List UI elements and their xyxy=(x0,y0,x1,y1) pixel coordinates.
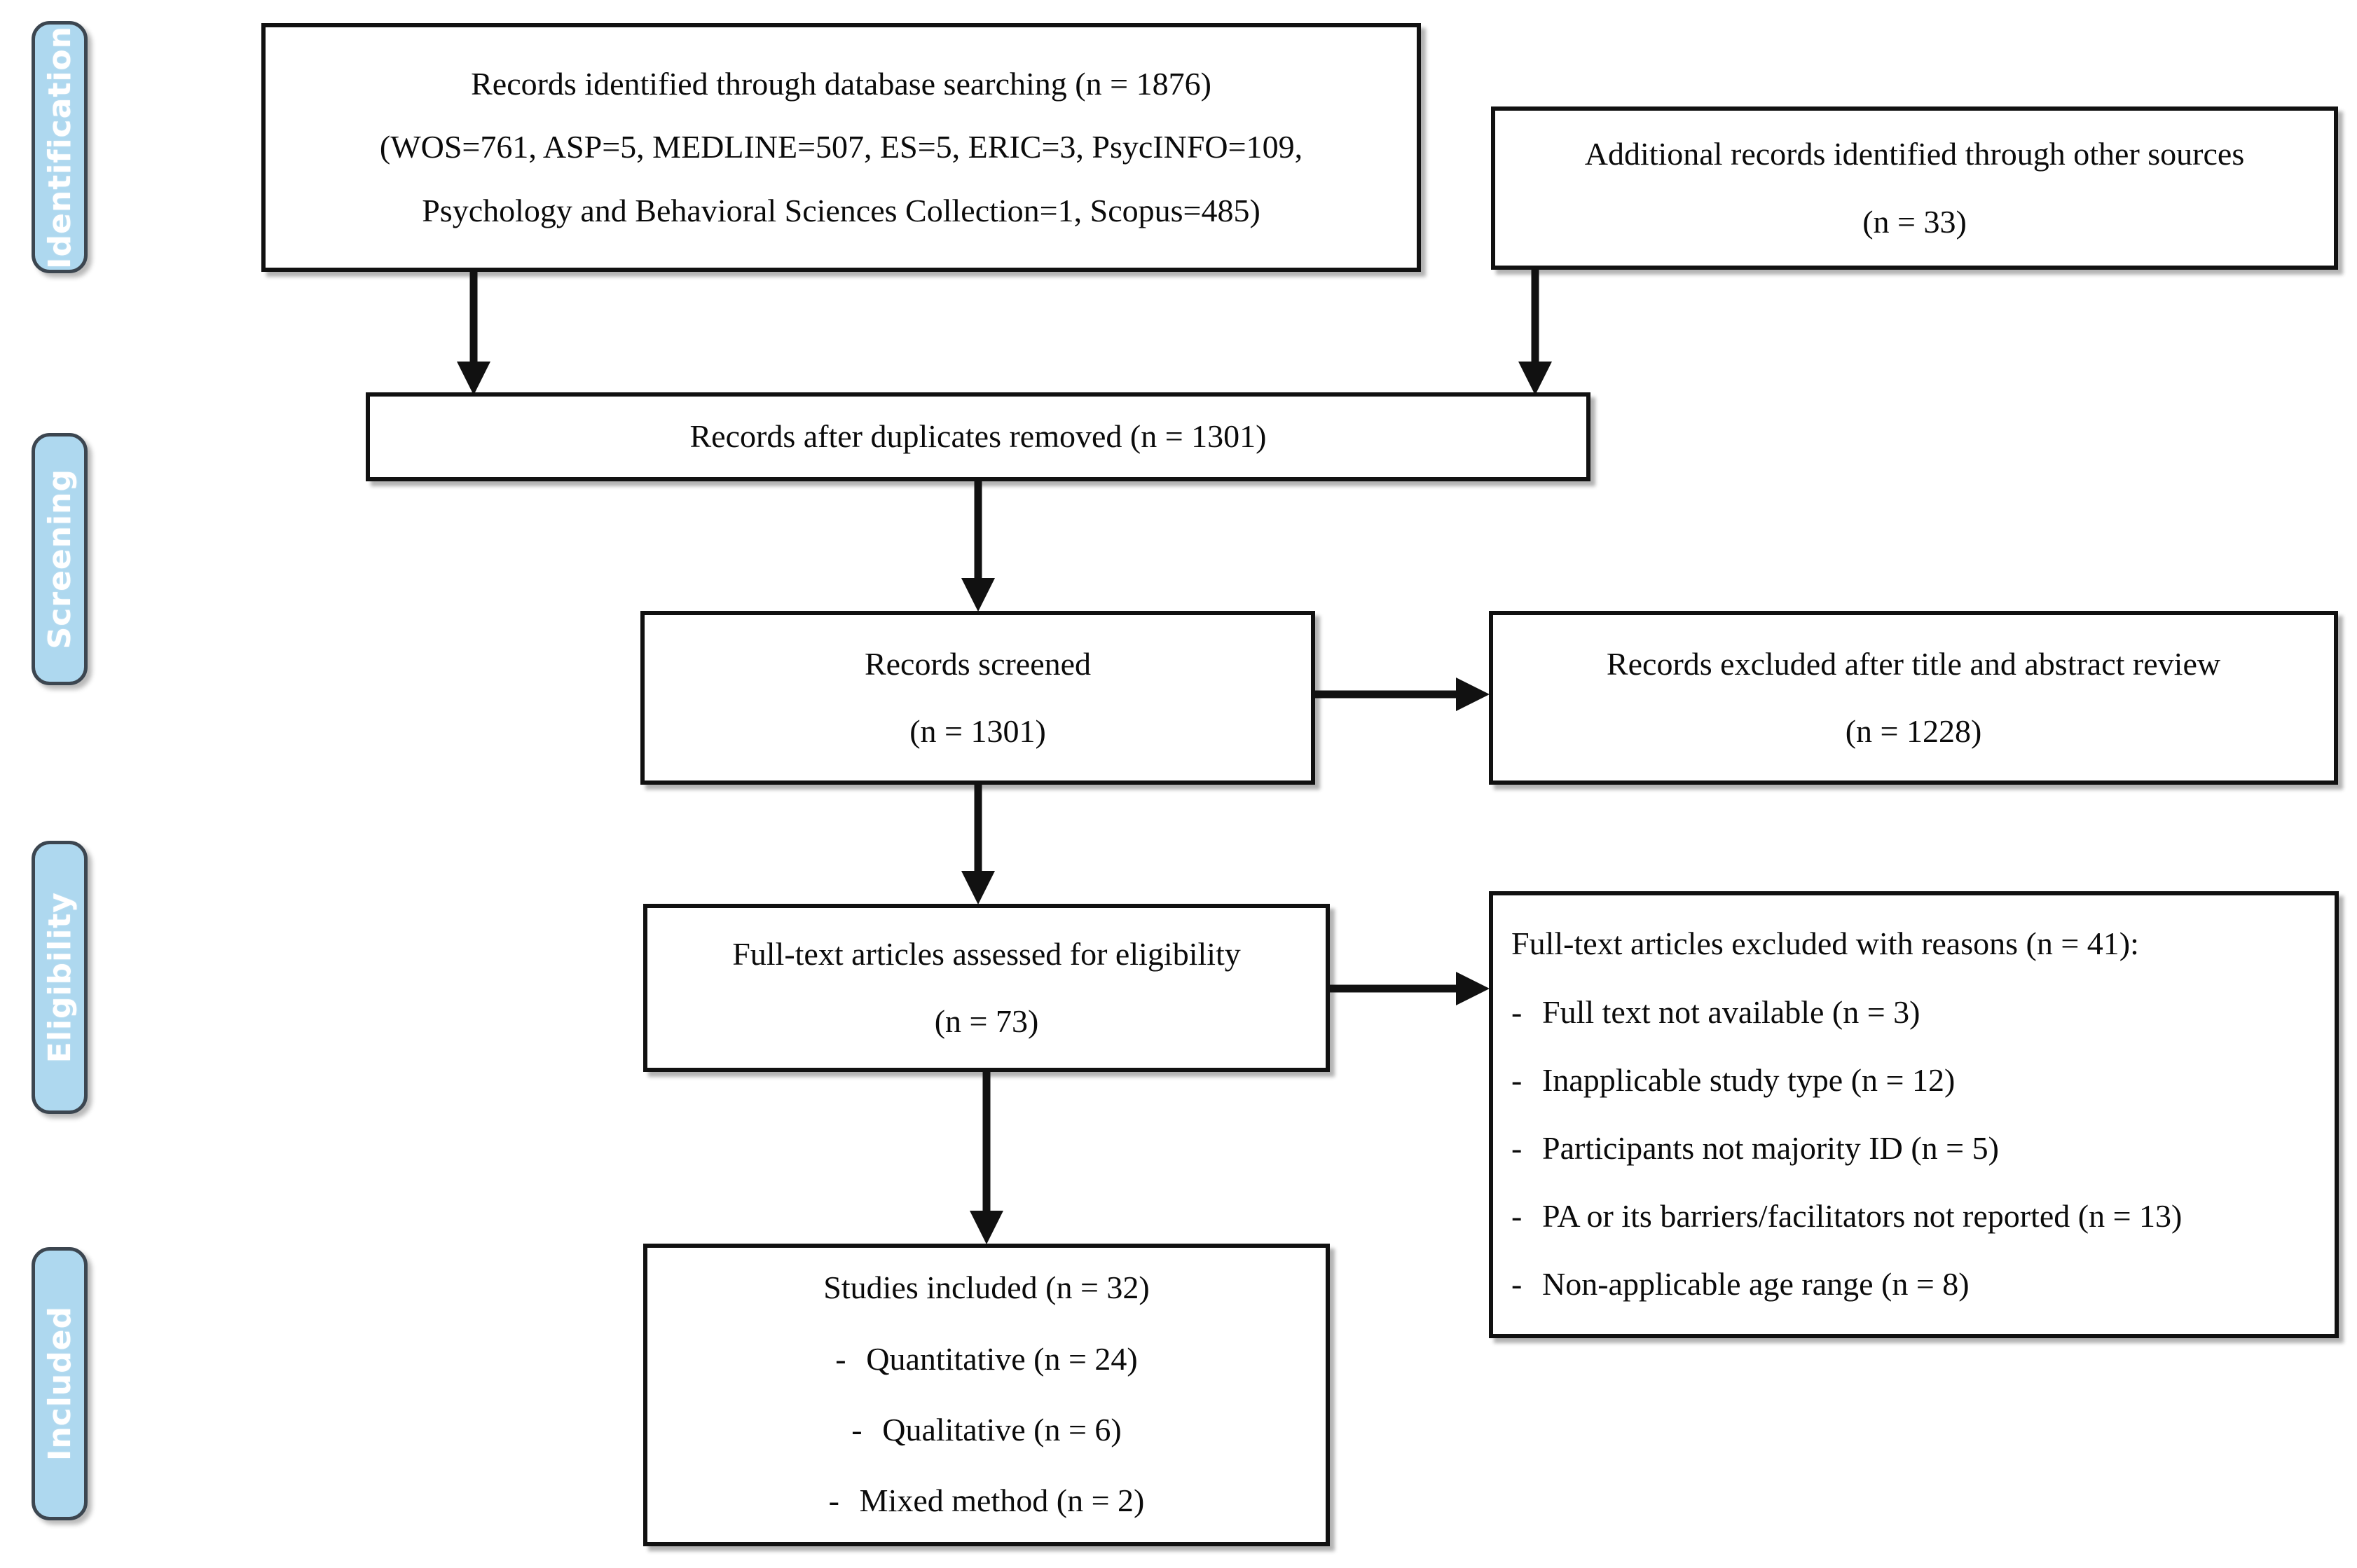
stage-tab-eligibility: Eligibility xyxy=(32,841,88,1114)
stage-tab-label: Eligibility xyxy=(41,891,78,1064)
bullet-dash-icon: - xyxy=(835,1340,846,1377)
records-excluded-screening-line-1: Records excluded after title and abstrac… xyxy=(1606,645,2221,682)
bullet-dash-icon: - xyxy=(1511,1129,1523,1166)
records-after-duplicates-line-1: Records after duplicates removed (n = 13… xyxy=(689,418,1267,455)
additional-records-line-2: (n = 33) xyxy=(1862,203,1967,240)
included-type-label: Qualitative (n = 6) xyxy=(882,1411,1122,1447)
fulltext-assessed-line-1: Full-text articles assessed for eligibil… xyxy=(732,935,1241,972)
bullet-dash-icon: - xyxy=(851,1411,863,1447)
exclusion-reason-item: - Inapplicable study type (n = 12) xyxy=(1511,1061,1955,1099)
arrow-additional-to-duplicates xyxy=(1513,270,1557,398)
arrow-fulltext-to-included xyxy=(965,1072,1008,1247)
exclusion-reason-label: Inapplicable study type (n = 12) xyxy=(1542,1061,1956,1098)
arrow-screened-to-fulltext xyxy=(956,785,1000,907)
stage-tab-label: Screening xyxy=(41,469,78,649)
box-studies-included: Studies included (n = 32) - Quantitative… xyxy=(643,1244,1330,1546)
exclusion-reason-item: - Participants not majority ID (n = 5) xyxy=(1511,1129,1999,1167)
stage-tab-identification: Identification xyxy=(32,21,88,273)
box-additional-records: Additional records identified through ot… xyxy=(1491,106,2338,270)
stage-tab-label: Identification xyxy=(41,25,78,269)
stage-tab-included: Included xyxy=(32,1247,88,1520)
stage-tab-screening: Screening xyxy=(32,433,88,685)
records-screened-line-1: Records screened xyxy=(864,645,1092,682)
stage-tab-label: Included xyxy=(41,1306,78,1462)
box-records-screened: Records screened (n = 1301) xyxy=(640,611,1315,785)
arrow-screened-to-excluded xyxy=(1315,673,1492,716)
included-type-label: Mixed method (n = 2) xyxy=(859,1482,1145,1518)
records-identified-line-3: Psychology and Behavioral Sciences Colle… xyxy=(422,192,1260,228)
additional-records-line-1: Additional records identified through ot… xyxy=(1584,136,2245,172)
exclusion-reason-item: - Full text not available (n = 3) xyxy=(1511,993,1920,1031)
box-records-after-duplicates: Records after duplicates removed (n = 13… xyxy=(366,392,1590,481)
bullet-dash-icon: - xyxy=(1511,1061,1523,1098)
bullet-dash-icon: - xyxy=(1511,993,1523,1030)
exclusion-reason-label: PA or its barriers/facilitators not repo… xyxy=(1542,1197,2183,1234)
arrow-duplicates-to-screened xyxy=(956,481,1000,614)
exclusion-reason-item: - Non-applicable age range (n = 8) xyxy=(1511,1265,1970,1302)
records-identified-line-1: Records identified through database sear… xyxy=(471,66,1211,102)
included-type-item: - Qualitative (n = 6) xyxy=(851,1411,1121,1448)
studies-included-heading: Studies included (n = 32) xyxy=(823,1270,1150,1306)
exclusion-reason-label: Full text not available (n = 3) xyxy=(1542,993,1920,1030)
fulltext-excluded-heading: Full-text articles excluded with reasons… xyxy=(1511,926,2139,962)
exclusion-reason-label: Non-applicable age range (n = 8) xyxy=(1542,1265,1970,1302)
records-identified-line-2: (WOS=761, ASP=5, MEDLINE=507, ES=5, ERIC… xyxy=(379,129,1303,165)
arrow-identified-to-duplicates xyxy=(452,272,495,398)
fulltext-assessed-line-2: (n = 73) xyxy=(934,1003,1039,1039)
box-records-identified: Records identified through database sear… xyxy=(261,23,1421,272)
arrow-fulltext-to-excluded-reasons xyxy=(1330,967,1492,1010)
records-excluded-screening-line-2: (n = 1228) xyxy=(1845,713,1982,749)
bullet-dash-icon: - xyxy=(1511,1197,1523,1234)
records-screened-line-2: (n = 1301) xyxy=(909,713,1046,749)
exclusion-reason-label: Participants not majority ID (n = 5) xyxy=(1542,1129,1999,1166)
bullet-dash-icon: - xyxy=(1511,1265,1523,1302)
included-type-item: - Mixed method (n = 2) xyxy=(829,1482,1145,1519)
box-fulltext-excluded-reasons: Full-text articles excluded with reasons… xyxy=(1489,891,2339,1338)
exclusion-reason-item: - PA or its barriers/facilitators not re… xyxy=(1511,1197,2182,1235)
included-type-item: - Quantitative (n = 24) xyxy=(835,1340,1137,1377)
box-fulltext-assessed: Full-text articles assessed for eligibil… xyxy=(643,904,1330,1072)
included-type-label: Quantitative (n = 24) xyxy=(866,1340,1138,1377)
box-records-excluded-screening: Records excluded after title and abstrac… xyxy=(1489,611,2338,785)
bullet-dash-icon: - xyxy=(828,1482,839,1518)
